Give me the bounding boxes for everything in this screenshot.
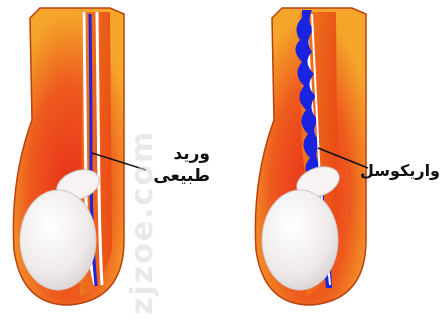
- normal-vein-label: ورید طبیعی: [140, 143, 210, 187]
- normal-vein-label-line2: طبیعی: [140, 165, 210, 187]
- normal-vein-label-line1: ورید: [140, 143, 210, 165]
- varicocele-label: واریکوسل: [356, 160, 440, 182]
